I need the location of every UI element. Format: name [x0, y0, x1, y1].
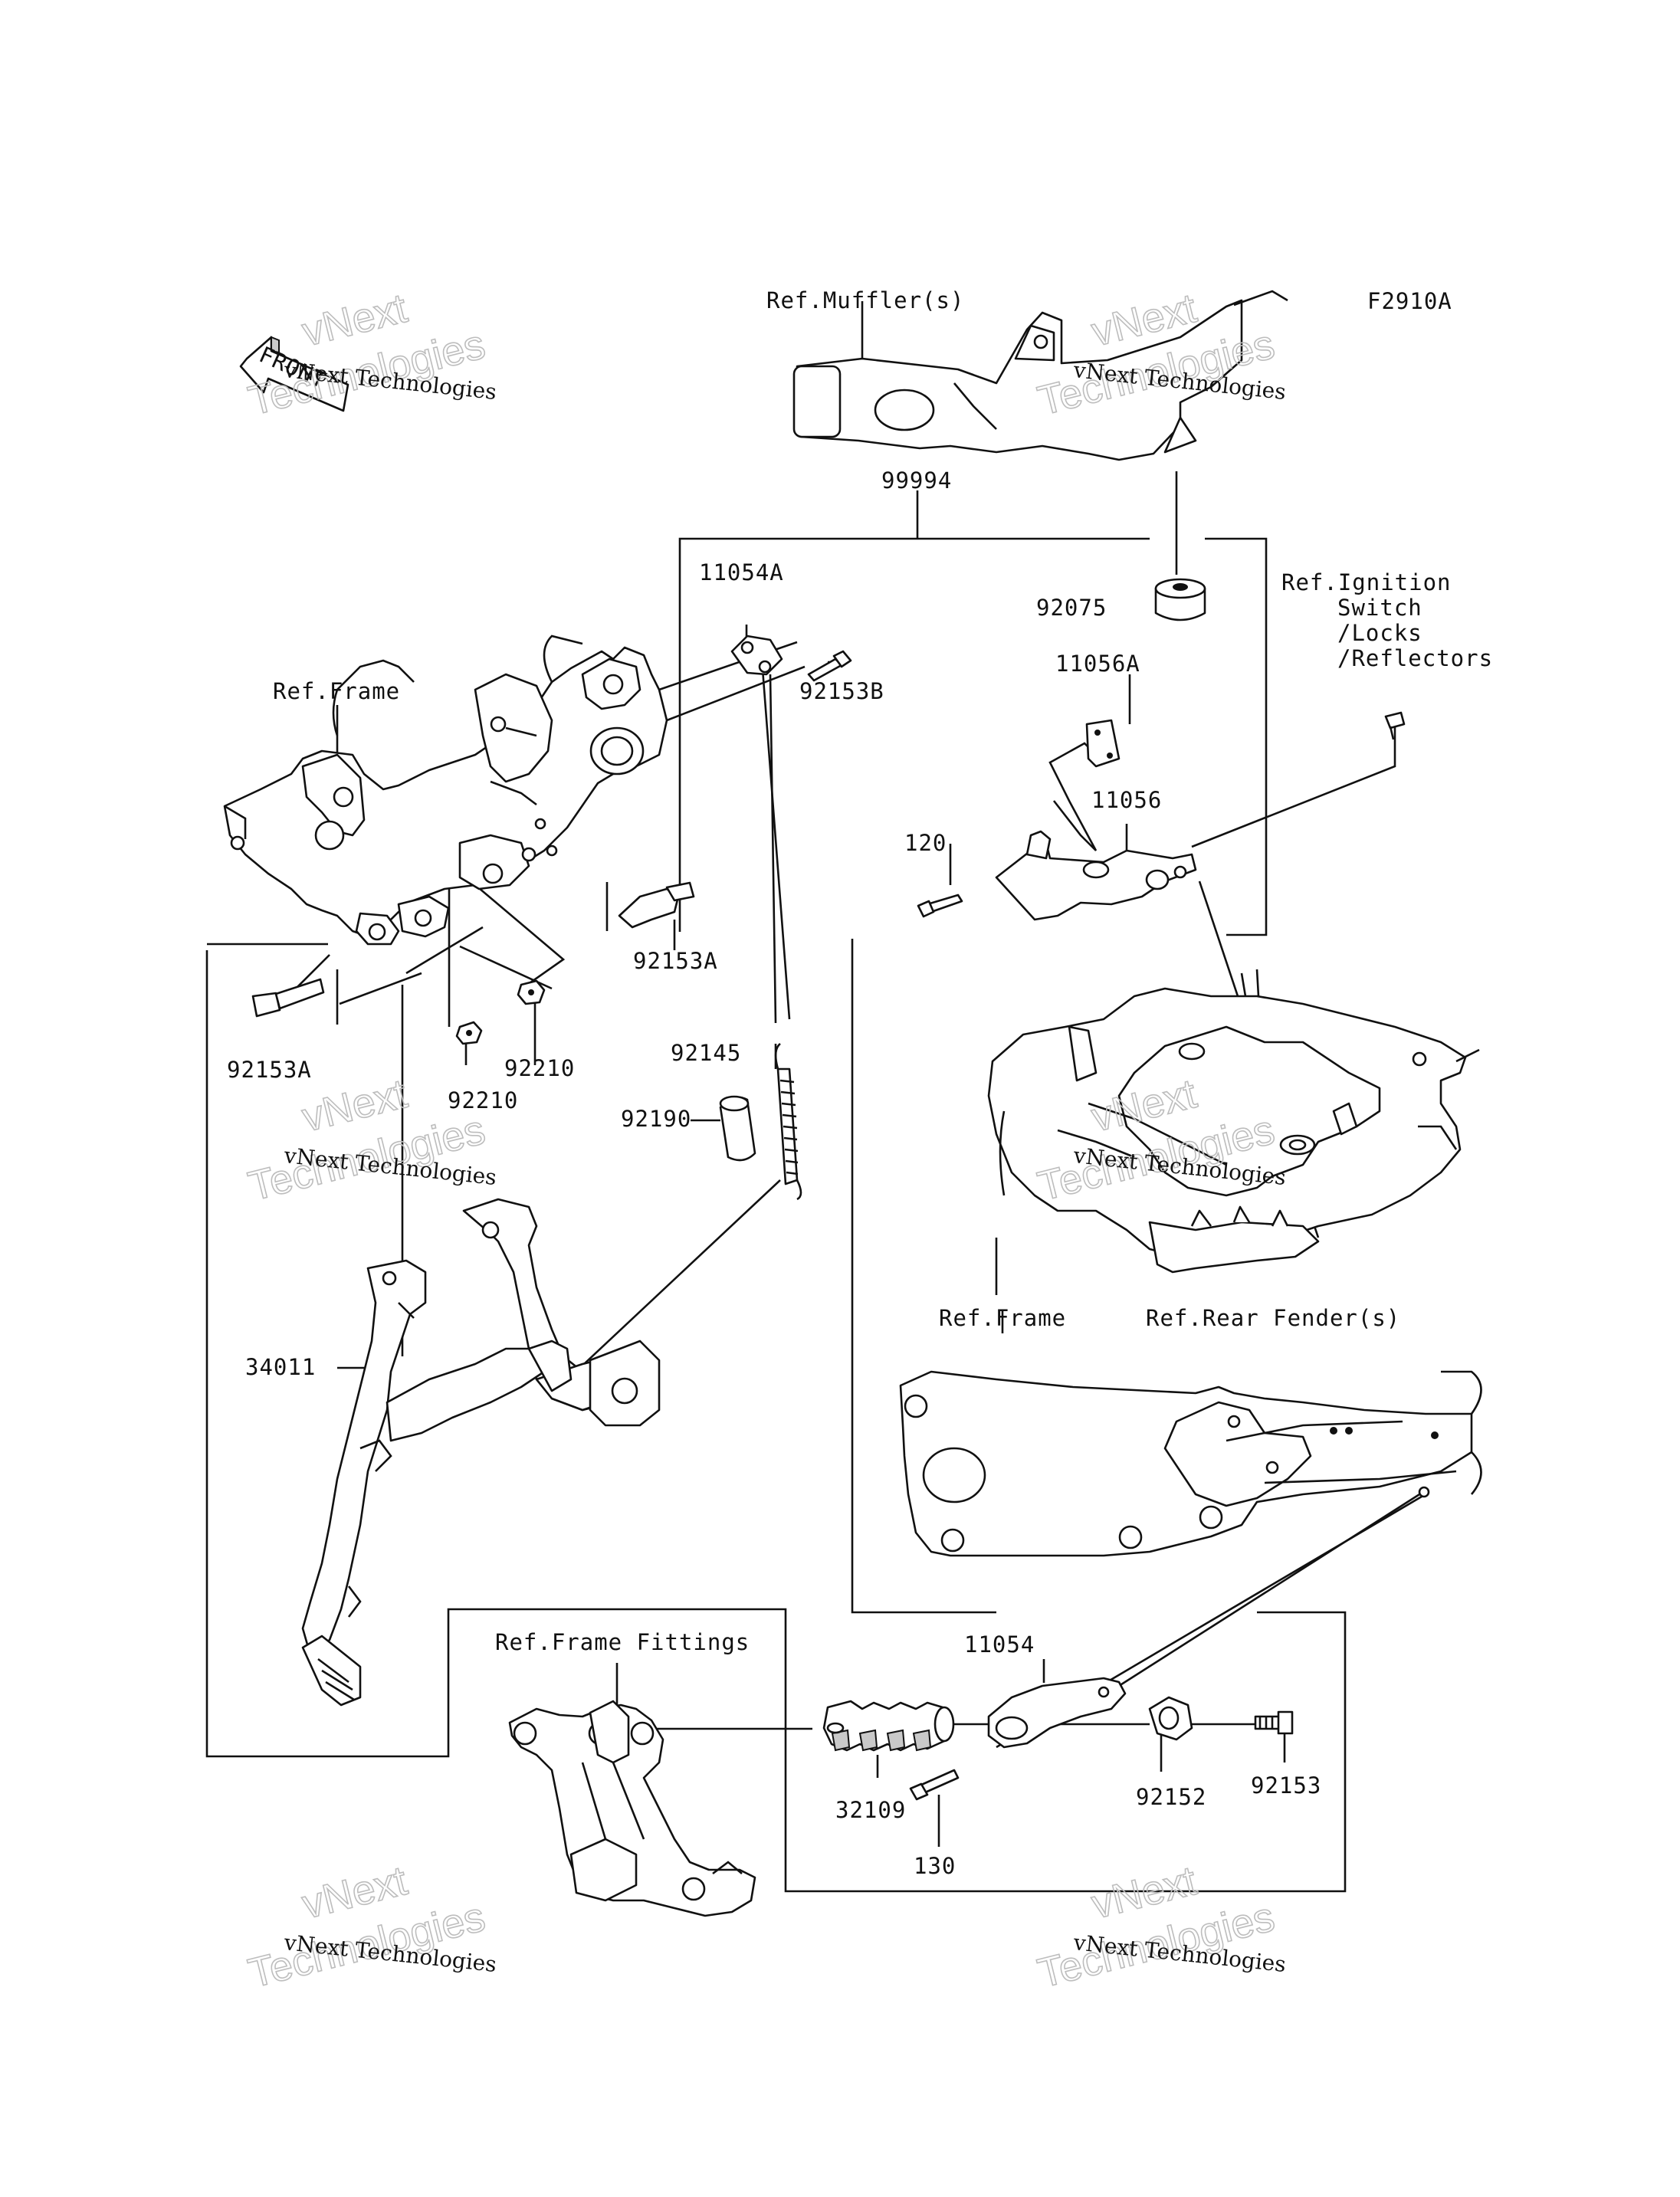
label-32109: 32109 — [835, 1797, 906, 1823]
watermark-bottom-right: vNext Technologies vNext Technologies — [1033, 1857, 1288, 1997]
ref-frame-right-label: Ref.Frame — [939, 1305, 1066, 1331]
screw-ignition — [1384, 711, 1406, 740]
washer-92152 — [1148, 1696, 1193, 1741]
label-130: 130 — [914, 1853, 956, 1879]
spring-92145 — [769, 674, 802, 1201]
label-11056A: 11056A — [1055, 651, 1140, 677]
footpeg-32109 — [822, 1700, 955, 1752]
label-92210-left: 92210 — [448, 1087, 518, 1113]
label-34011: 34011 — [245, 1354, 316, 1380]
label-11056: 11056 — [1091, 787, 1162, 813]
label-92145: 92145 — [671, 1040, 741, 1066]
ref-ignition-label-1: Ref.Ignition — [1281, 569, 1452, 595]
label-99994: 99994 — [881, 467, 952, 494]
ref-frame-fittings — [508, 1700, 756, 1917]
bolt-92153B — [807, 650, 852, 682]
label-92190: 92190 — [621, 1106, 691, 1132]
bracket-11054 — [987, 1677, 1127, 1749]
part-labels: 99994 11054A 92153B 92075 11056A 11056 1… — [227, 467, 1321, 1879]
collar-92190 — [719, 1095, 756, 1162]
figure-code: F2910A — [1367, 288, 1452, 314]
bolt-120 — [917, 894, 963, 918]
ref-frame-fittings-label: Ref.Frame Fittings — [495, 1629, 750, 1655]
label-92152: 92152 — [1136, 1784, 1206, 1810]
center-stand-34011 — [301, 1198, 661, 1707]
bolt-130 — [909, 1769, 960, 1801]
bracket-11056 — [995, 830, 1197, 921]
label-92153B: 92153B — [799, 678, 884, 704]
ref-ignition-label-2: Switch — [1337, 595, 1422, 621]
label-92075: 92075 — [1036, 595, 1107, 621]
ref-frame-right — [899, 1370, 1482, 1557]
plate-11056A — [1085, 719, 1121, 768]
nut-92210-right — [517, 979, 546, 1005]
label-11054A: 11054A — [699, 559, 784, 585]
muffler — [792, 290, 1288, 461]
bolt-92153A-right — [618, 881, 695, 929]
ref-ignition-label-4: /Reflectors — [1337, 645, 1493, 671]
ref-muffler-label: Ref.Muffler(s) — [766, 287, 964, 313]
grommet-92075 — [1154, 578, 1206, 621]
bracket-11054A — [730, 635, 783, 676]
watermark-bottom-left: vNext Technologies vNext Technologies — [244, 1857, 498, 1997]
label-92210-right: 92210 — [504, 1055, 575, 1081]
ref-frame-top — [223, 635, 806, 946]
nut-92210-left — [455, 1021, 483, 1045]
ref-rear-fender-label: Ref.Rear Fender(s) — [1146, 1305, 1400, 1331]
ref-rear-fender — [987, 969, 1480, 1274]
label-92153: 92153 — [1251, 1772, 1321, 1799]
label-92153A-left: 92153A — [227, 1057, 312, 1083]
bolt-92153 — [1254, 1710, 1294, 1735]
ref-frame-top-label: Ref.Frame — [273, 678, 400, 704]
group-boxes — [205, 537, 1347, 1893]
ref-ignition-label-3: /Locks — [1337, 620, 1422, 646]
label-92153A-right: 92153A — [633, 948, 718, 974]
label-11054: 11054 — [964, 1631, 1035, 1658]
label-120: 120 — [904, 830, 947, 856]
reference-labels: Ref.Muffler(s) Ref.Frame Ref.Ignition Sw… — [273, 287, 1493, 1655]
bolt-92153A-left — [251, 978, 325, 1018]
